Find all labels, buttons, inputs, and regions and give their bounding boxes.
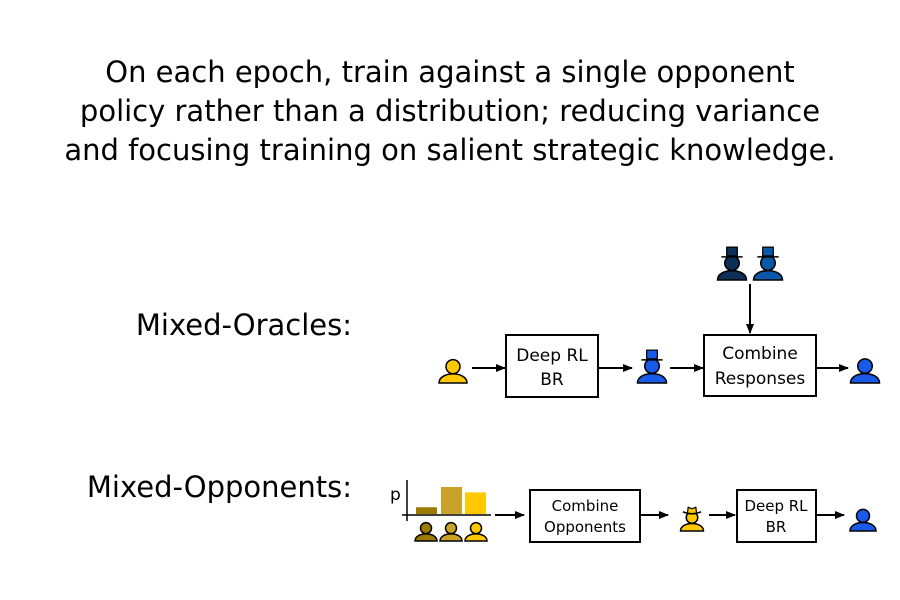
mixed-opponents-label: Mixed-Opponents: [86, 470, 352, 504]
person-icon [464, 521, 488, 542]
distribution-bar [441, 487, 462, 514]
box-text: Responses [715, 369, 806, 389]
distribution-bar [416, 507, 437, 514]
title-line: and focusing training on salient strateg… [64, 133, 836, 167]
mixed-oracles-label: Mixed-Oracles: [135, 308, 352, 342]
title-line: On each epoch, train against a single op… [105, 55, 795, 89]
top-hat-person-icon [716, 246, 748, 281]
person-icon [414, 521, 438, 542]
combine-opponents-box [529, 489, 641, 543]
box-text: Combine [552, 497, 619, 515]
top-hat-person-icon [636, 349, 668, 384]
person-icon [849, 508, 877, 532]
deep-rl-br-box [505, 334, 599, 398]
combine-responses-box [703, 334, 817, 397]
axis-label-p: p [390, 485, 401, 505]
diagram-title: On each epoch, train against a single op… [0, 53, 900, 170]
box-text: Deep RL [744, 497, 808, 515]
title-line: policy rather than a distribution; reduc… [79, 94, 821, 128]
person-icon [849, 358, 881, 384]
box-text: Opponents [544, 518, 626, 536]
box-text: BR [540, 370, 564, 390]
person-icon [439, 521, 463, 542]
box-text: Combine [722, 344, 798, 364]
deep-rl-br-box-2 [736, 489, 817, 543]
person-icon [438, 358, 468, 384]
distribution-bar [465, 492, 486, 514]
box-text: BR [766, 518, 787, 536]
cowboy-hat-person-icon [679, 506, 705, 532]
top-hat-person-icon [752, 246, 784, 281]
box-text: Deep RL [516, 346, 588, 366]
